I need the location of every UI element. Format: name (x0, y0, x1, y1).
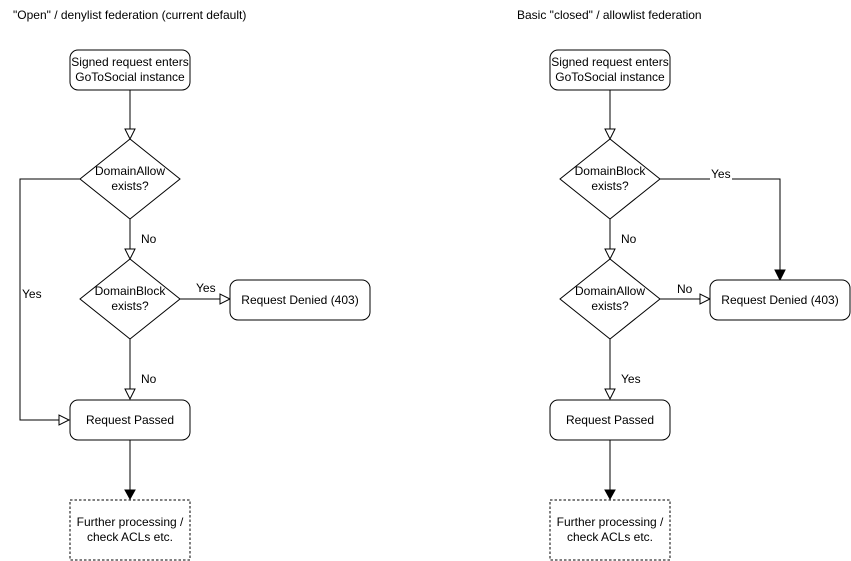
left-arrowhead-filled-further (124, 489, 136, 501)
left-edge-domainallow-yes-to-passed (19, 178, 80, 421)
right-arrowhead-filled-denied-top (774, 269, 786, 282)
left-further-processing-node (69, 499, 191, 561)
left-arrowhead-open-domainallow (124, 128, 136, 141)
left-domainblock-decision (79, 258, 181, 340)
left-request-denied-node (229, 279, 371, 321)
right-domainblock-decision (559, 138, 661, 220)
left-domainallow-no-label: No (140, 232, 158, 246)
right-domainblock-yes-label: Yes (710, 167, 732, 181)
left-request-passed-node (69, 399, 191, 441)
right-arrowhead-filled-further (604, 489, 616, 501)
right-further-processing-node (549, 499, 671, 561)
right-chart-title: Basic "closed" / allowlist federation (517, 8, 702, 22)
left-domainblock-yes-label: Yes (195, 281, 217, 295)
right-flowchart (549, 49, 851, 561)
left-arrowhead-open-domainblock (124, 248, 136, 261)
right-start-node (549, 49, 671, 91)
right-arrowhead-open-denied-left (699, 293, 712, 305)
right-domainblock-no-label: No (620, 232, 638, 246)
right-arrowhead-open-passed-top (604, 388, 616, 401)
left-arrowhead-open-passed-left (58, 414, 71, 426)
left-arrowhead-open-denied (219, 293, 232, 305)
left-domainblock-no-label: No (140, 372, 158, 386)
left-chart-title: "Open" / denylist federation (current de… (13, 8, 247, 22)
right-arrowhead-open-domainblock (604, 128, 616, 141)
right-edge-domainblock-yes-to-denied (660, 178, 781, 270)
right-arrowhead-open-domainallow (604, 248, 616, 261)
left-flowchart (19, 49, 371, 561)
right-request-denied-node (709, 279, 851, 321)
right-request-passed-node (549, 399, 671, 441)
left-arrowhead-open-passed-top (124, 388, 136, 401)
left-start-node (69, 49, 191, 91)
left-domainallow-decision (79, 138, 181, 220)
left-domainallow-yes-label: Yes (21, 287, 43, 301)
right-domainallow-decision (559, 258, 661, 340)
right-domainallow-yes-label: Yes (620, 372, 642, 386)
right-domainallow-no-label: No (676, 282, 694, 296)
